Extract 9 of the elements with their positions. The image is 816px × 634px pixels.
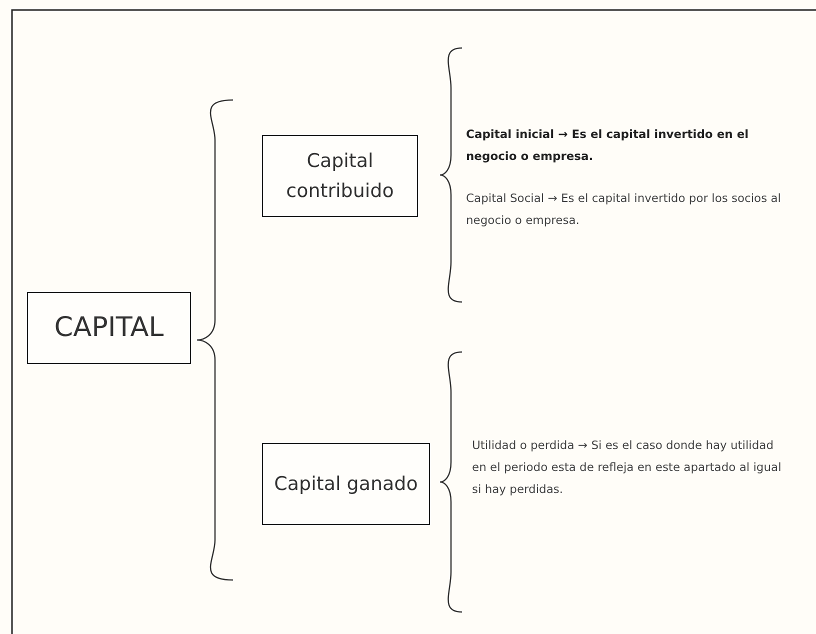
concept-box [27, 292, 191, 364]
node-text: Capital contribuido [285, 148, 395, 204]
concept-box [262, 135, 418, 217]
node-text: Capital ganado [274, 472, 418, 497]
node-text: CAPITAL [54, 311, 164, 346]
description-text: Capital Social → Es el capital invertido por los socios al negocio o empresa. [466, 190, 782, 229]
description-text: Capital inicial → Es el capital invertido en el negocio o empresa. [466, 126, 750, 165]
concept-box [262, 443, 430, 525]
description-text: Utilidad o perdida → Si es el caso donde hay utilidad en el periodo esta de refleja en este apartado al igual si hay perdidas. [472, 437, 782, 498]
